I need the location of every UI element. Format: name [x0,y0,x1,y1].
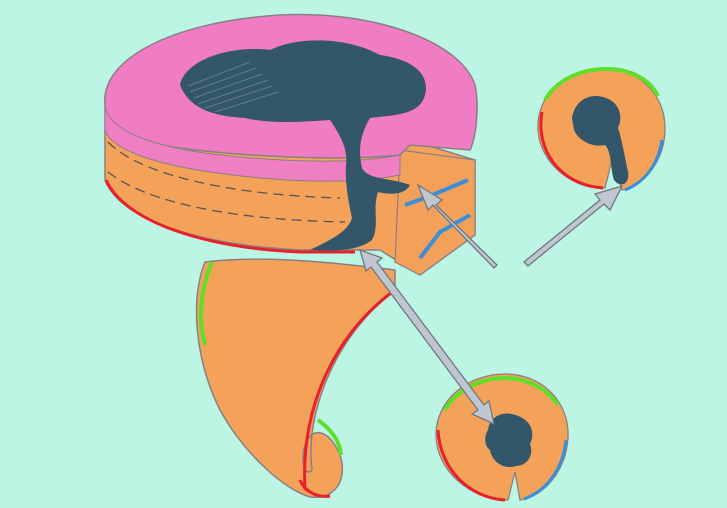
slab-wedge-face [395,150,475,275]
stem-body [197,259,395,497]
arrow-to-circle-top-right [524,186,622,266]
section-circle-bottom [436,374,568,500]
section-circle-top-right [538,68,665,190]
cross-section-slab [105,14,477,275]
tapered-stem [197,259,395,497]
arrow-double-headed [360,250,494,424]
